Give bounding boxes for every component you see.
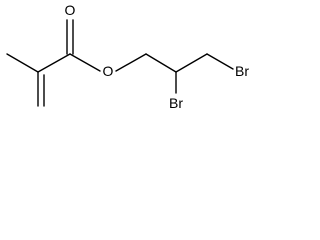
atom-label-carbonyl-oxygen: O xyxy=(65,2,76,18)
bond-chbr-ch2br xyxy=(175,53,208,73)
bond-ch2-chbr xyxy=(145,53,177,73)
bond-ester-o-ch2 xyxy=(115,53,147,72)
bond-alpha-carbonyl xyxy=(37,53,71,73)
molecule-drawing: O O Br Br xyxy=(6,2,249,111)
bond-carbonyl-ester-o xyxy=(69,53,101,72)
atom-label-bromine-2: Br xyxy=(235,63,249,79)
atom-label-ester-oxygen: O xyxy=(103,63,114,79)
atom-label-bromine-1: Br xyxy=(169,95,183,111)
bond-ch2br-br xyxy=(206,53,234,70)
bond-methyl-alpha xyxy=(6,53,39,73)
structure-diagram: O O Br Br xyxy=(0,0,258,118)
